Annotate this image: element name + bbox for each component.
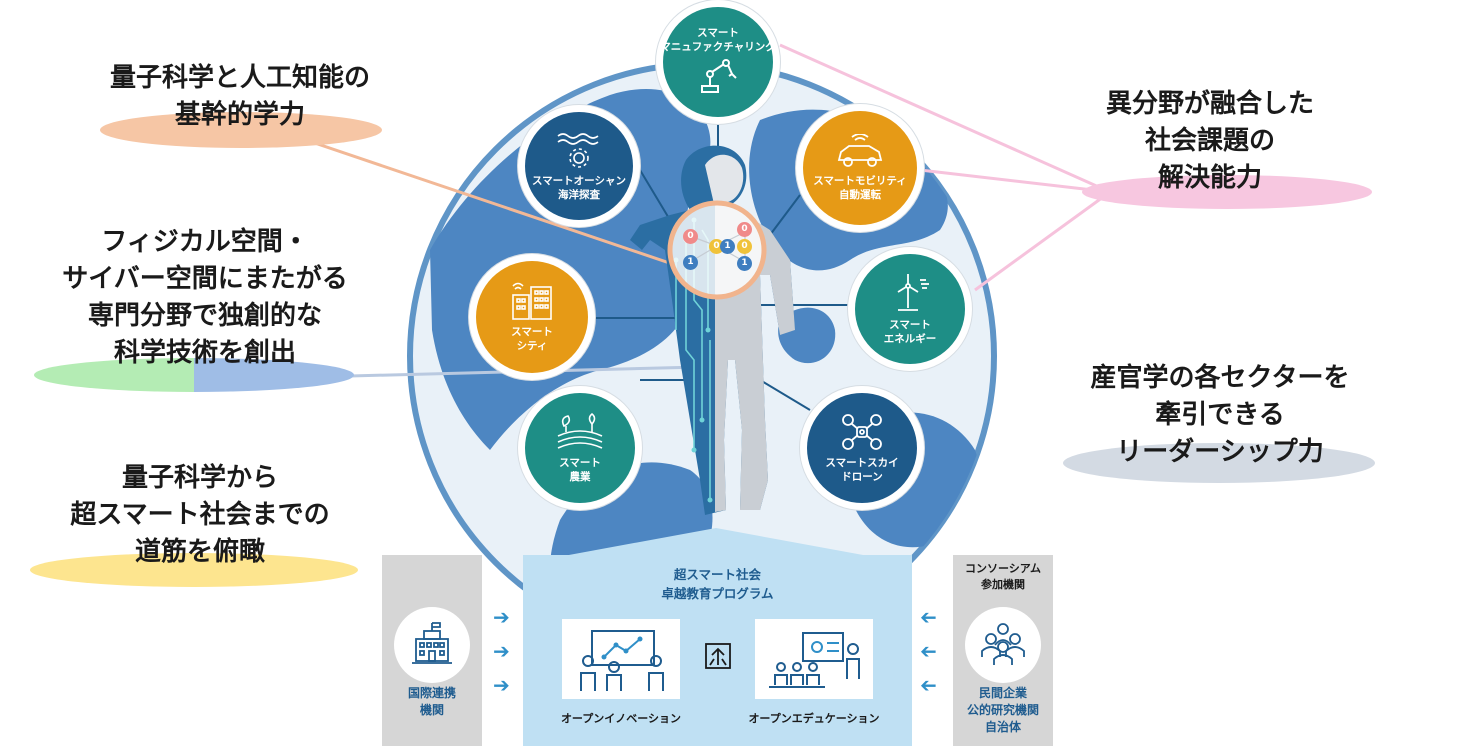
physical-highlight bbox=[34, 358, 354, 392]
qubit-dot: 0 bbox=[737, 239, 752, 254]
leadership-highlight bbox=[1063, 443, 1375, 483]
program-panel-roof bbox=[558, 528, 874, 557]
innovation-label: オープンイノベーション bbox=[560, 712, 682, 725]
drone-icon bbox=[842, 414, 882, 450]
robot-arm-icon bbox=[701, 59, 737, 93]
arrow-left-icon: ➔ bbox=[920, 639, 937, 663]
consortium-members: 民間企業公的研究機関自治体 bbox=[966, 686, 1039, 734]
node-smart-manufacturing: スマート マニュファクチャリング bbox=[656, 0, 780, 124]
overview-highlight bbox=[30, 553, 358, 587]
program-title: 超スマート社会 卓越教育プログラム bbox=[661, 567, 774, 601]
connector-fusion-a bbox=[779, 43, 1111, 194]
label-quantum-ai: 量子科学と人工知能の基幹的学力 bbox=[109, 63, 370, 130]
consortium-header: コンソーシアム参加機関 bbox=[964, 562, 1041, 591]
people-group-icon bbox=[981, 623, 1025, 665]
arrow-left-icon: ➔ bbox=[920, 673, 937, 697]
arrow-right-icon: ➔ bbox=[493, 673, 510, 697]
people-icon-circle bbox=[965, 607, 1041, 683]
building-icon bbox=[512, 282, 552, 320]
node-smart-ocean: スマートオーシャン 海洋探査 bbox=[518, 105, 640, 227]
team-discussion-icon bbox=[580, 630, 664, 691]
quantum-highlight bbox=[100, 112, 382, 148]
international-panel: 国際連携機関 bbox=[382, 555, 482, 746]
connector-fusion-b bbox=[919, 168, 1111, 194]
qubit-dot: 0 bbox=[737, 222, 752, 237]
education-card bbox=[755, 619, 873, 699]
gate-icon bbox=[705, 643, 731, 669]
lecture-icon bbox=[769, 632, 860, 688]
wind-turbine-icon bbox=[897, 274, 929, 311]
consortium-panel: コンソーシアム参加機関 民間企業公的研究機関自治体 bbox=[953, 555, 1053, 746]
label-fusion: 異分野が融合した社会課題の解決能力 bbox=[1105, 89, 1314, 193]
qubit-dot: 1 bbox=[737, 256, 752, 271]
innovation-card bbox=[562, 619, 680, 699]
node-smart-agriculture: スマート 農業 bbox=[518, 386, 642, 510]
label-overview: 量子科学から超スマート社会までの道筋を俯瞰 bbox=[70, 463, 330, 567]
arrow-right-icon: ➔ bbox=[493, 639, 510, 663]
label-leadership: 産官学の各セクターを牽引できるリーダーシップ力 bbox=[1090, 363, 1350, 467]
node-smart-city: スマート シティ bbox=[469, 254, 595, 380]
qubit-dot: 1 bbox=[683, 255, 698, 270]
qubit-dot: 1 bbox=[720, 239, 735, 254]
arrow-left-icon: ➔ bbox=[920, 605, 937, 629]
international-label: 国際連携機関 bbox=[407, 686, 456, 717]
arrow-right-icon: ➔ bbox=[493, 605, 510, 629]
ocean-waves-gear-icon bbox=[557, 133, 599, 168]
qubit-dot: 0 bbox=[683, 229, 698, 244]
farm-field-icon bbox=[557, 412, 603, 449]
node-smart-drone: スマートスカイ ドローン bbox=[800, 386, 924, 510]
program-panel: 超スマート社会 卓越教育プログラム オープンイノベーション オープン bbox=[523, 555, 912, 746]
connector-fusion-c bbox=[974, 190, 1111, 292]
institution-building-icon bbox=[412, 622, 452, 664]
node-smart-energy: スマート エネルギー bbox=[848, 247, 972, 371]
label-physical-cyber: フィジカル空間・サイバー空間にまたがる 専門分野で独創的な科学技術を創出 bbox=[62, 227, 348, 368]
connector-quantum bbox=[299, 136, 706, 277]
fusion-highlight bbox=[1082, 175, 1372, 209]
node-smart-mobility: スマートモビリティ 自動運転 bbox=[796, 104, 924, 232]
car-icon bbox=[837, 134, 883, 167]
education-label: オープンエデュケーション bbox=[748, 712, 880, 725]
institution-icon-circle bbox=[394, 607, 470, 683]
